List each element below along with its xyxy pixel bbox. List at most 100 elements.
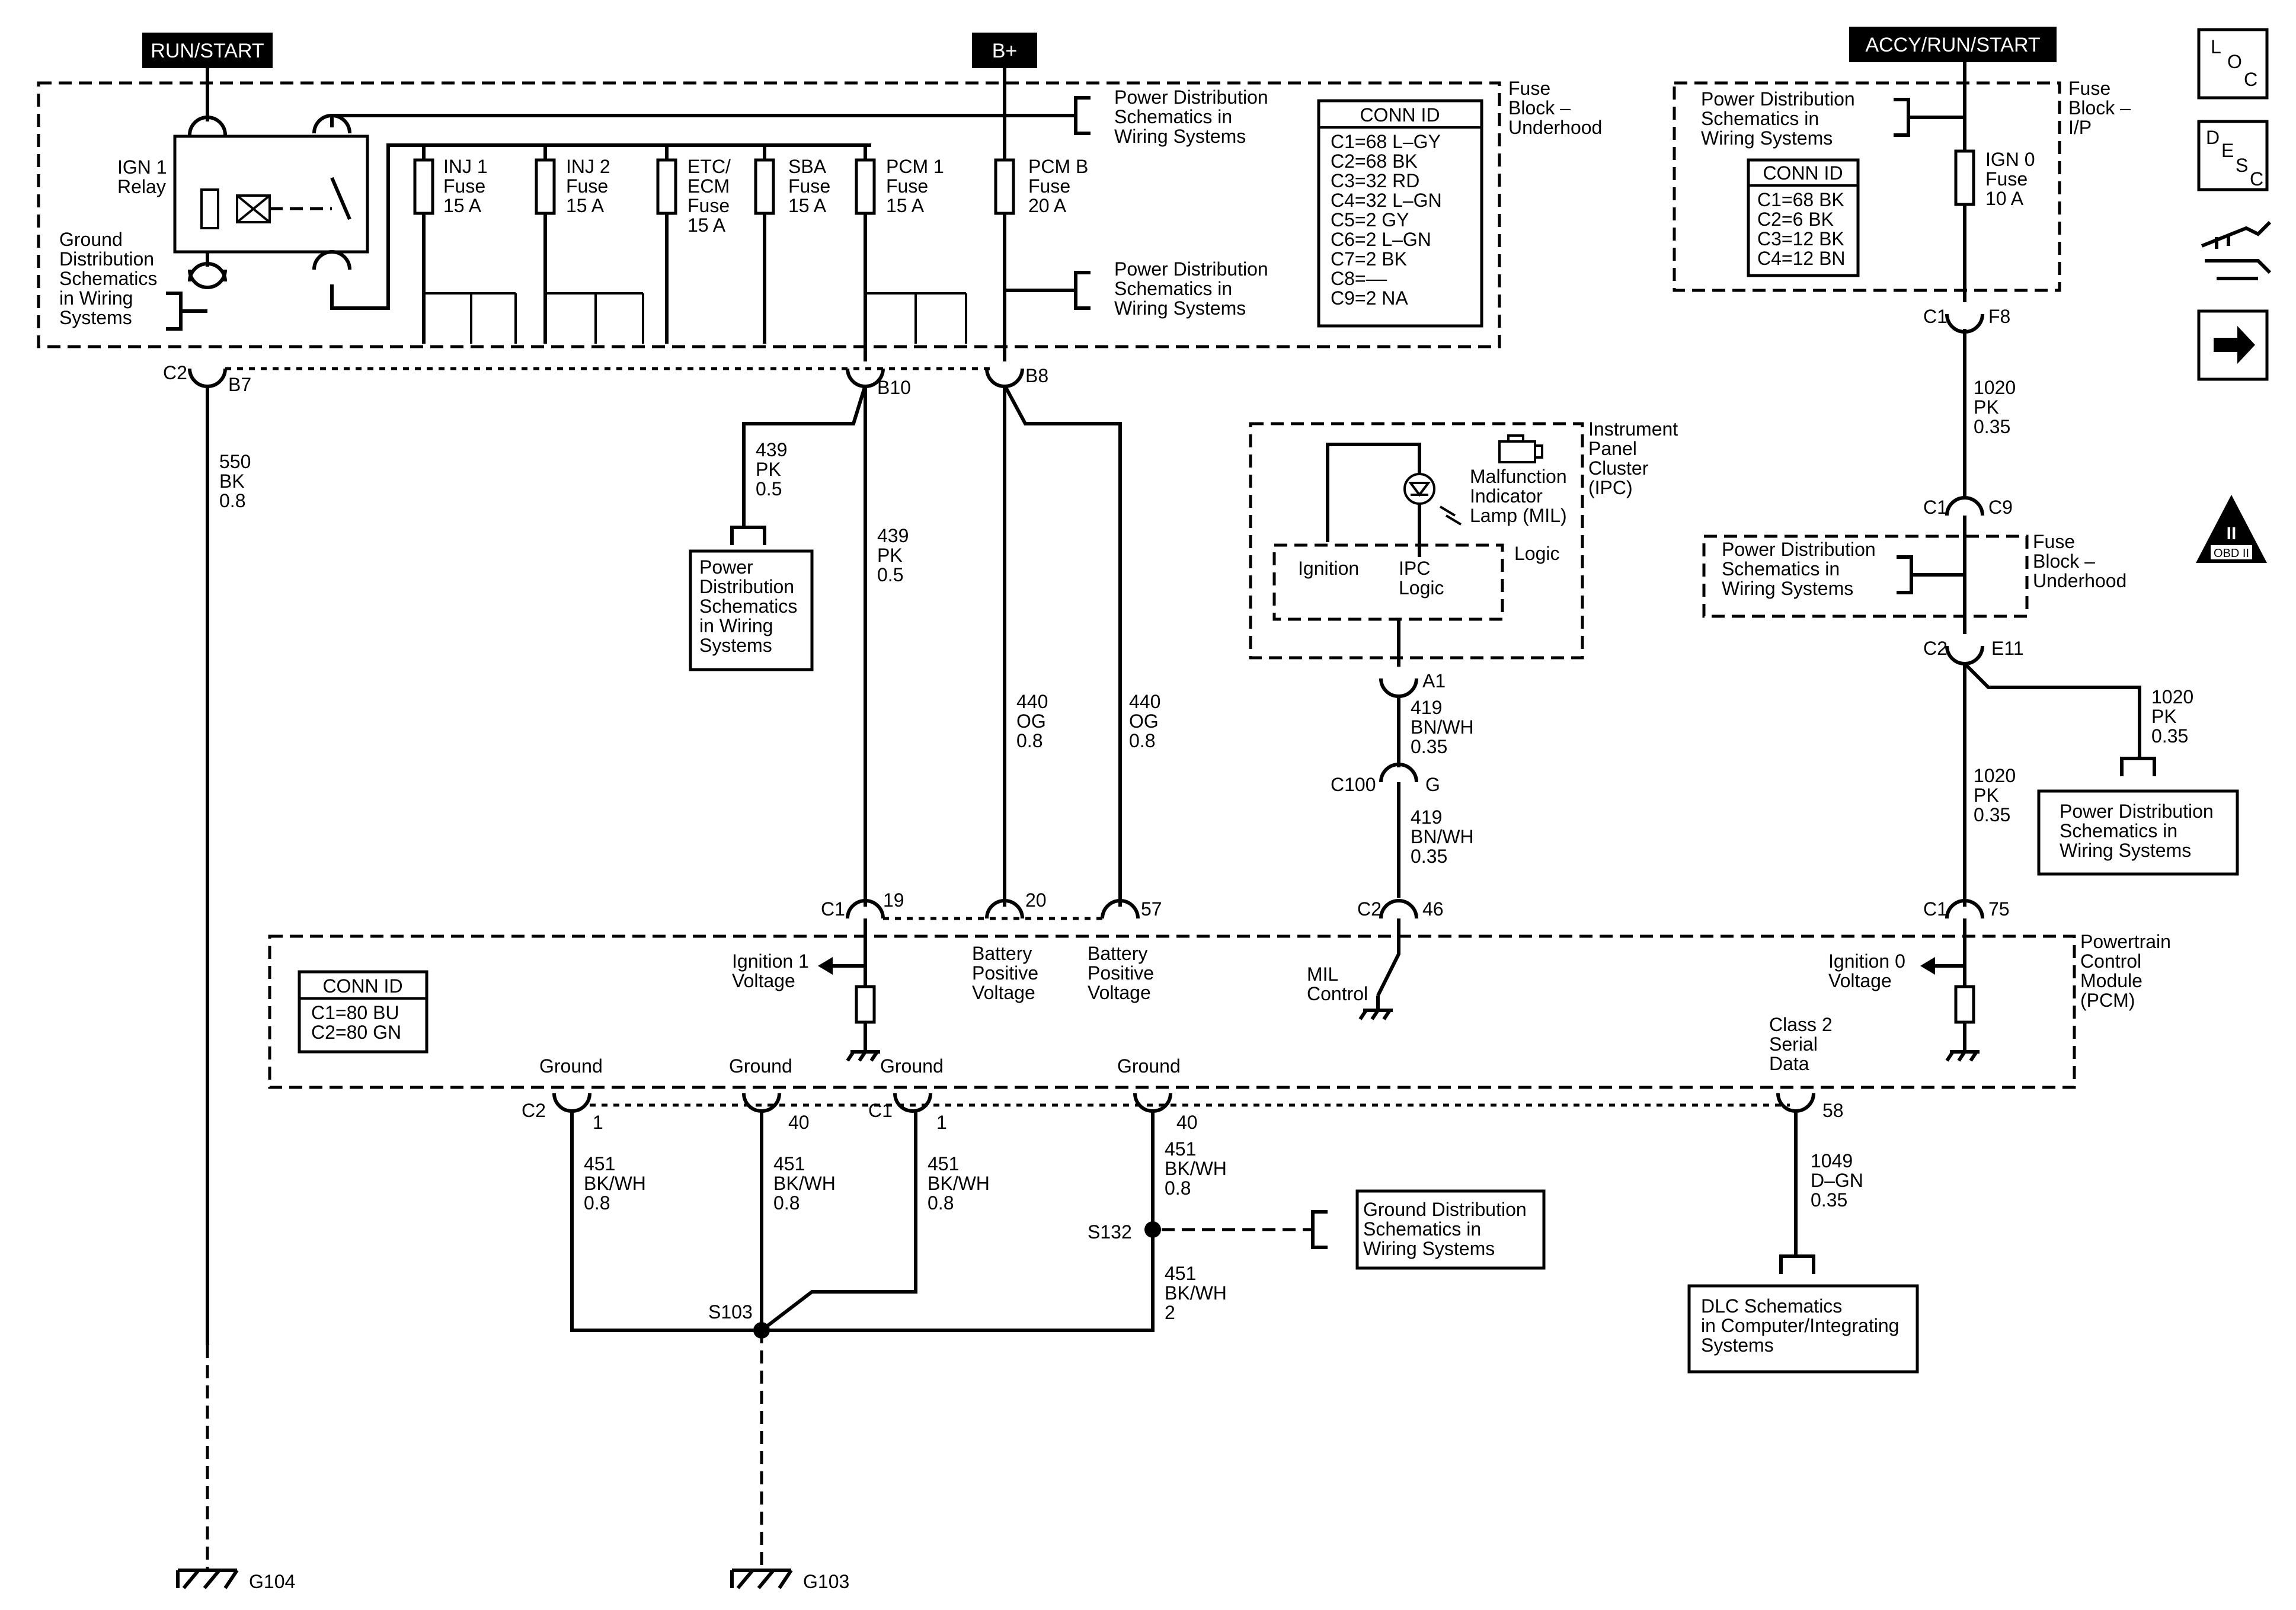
mil-control-label: MIL Control (1307, 964, 1368, 1004)
svg-text:G104: G104 (249, 1571, 295, 1592)
svg-text:C2=80 GN: C2=80 GN (311, 1022, 401, 1043)
svg-text:A1: A1 (1422, 670, 1446, 692)
svg-text:S: S (2236, 155, 2248, 176)
splice-s103-label: S103 (708, 1301, 753, 1323)
svg-text:Powertrain: Powertrain (2080, 931, 2171, 952)
svg-text:1: 1 (593, 1112, 603, 1133)
svg-text:Wiring Systems: Wiring Systems (1701, 127, 1833, 149)
fuse-block-underhood-boundary (37, 81, 1501, 348)
svg-text:Schematics in: Schematics in (1114, 278, 1232, 299)
svg-text:Wiring Systems: Wiring Systems (1114, 126, 1246, 147)
svg-text:Block –: Block – (1508, 97, 1571, 119)
arrow-right-icon[interactable] (2197, 309, 2269, 381)
svg-text:Schematics in: Schematics in (1363, 1218, 1481, 1240)
svg-text:Indicator: Indicator (1470, 485, 1543, 507)
fuse-block-underhood-label: Fuse Block – Underhood (1508, 78, 1602, 138)
svg-text:1020: 1020 (1974, 765, 2016, 786)
svg-text:C9: C9 (1988, 497, 2013, 518)
svg-text:439: 439 (877, 525, 909, 546)
svg-text:CONN ID: CONN ID (322, 975, 402, 997)
svg-text:Relay: Relay (117, 176, 166, 197)
svg-text:440: 440 (1129, 691, 1160, 712)
svg-text:IPC: IPC (1399, 558, 1430, 579)
wire-439a-label: 439 PK 0.5 (756, 439, 787, 500)
svg-text:Distribution: Distribution (59, 248, 154, 270)
svg-text:OG: OG (1129, 710, 1159, 732)
svg-text:INJ 1: INJ 1 (443, 156, 488, 177)
svg-text:BN/WH: BN/WH (1411, 826, 1474, 847)
svg-text:Panel: Panel (1588, 438, 1637, 459)
svg-text:C2: C2 (522, 1100, 546, 1121)
svg-text:Battery: Battery (972, 943, 1032, 964)
pcm-ground-labels: Ground Ground Ground Ground (539, 1055, 1181, 1077)
svg-text:Ground: Ground (59, 229, 123, 250)
svg-text:Ground: Ground (539, 1055, 603, 1077)
svg-text:C8=––: C8=–– (1331, 268, 1387, 289)
svg-text:Malfunction: Malfunction (1470, 466, 1567, 487)
svg-text:Class 2: Class 2 (1769, 1014, 1833, 1035)
svg-text:D–GN: D–GN (1811, 1170, 1863, 1191)
svg-text:Wiring Systems: Wiring Systems (1722, 578, 1853, 599)
svg-text:C: C (2250, 168, 2263, 190)
svg-text:BK/WH: BK/WH (773, 1173, 836, 1194)
svg-text:0.35: 0.35 (1974, 416, 2010, 437)
svg-text:G103: G103 (803, 1571, 849, 1592)
svg-text:Positive: Positive (1088, 962, 1154, 984)
wire-1020c-label: 1020 PK 0.35 (1974, 765, 2016, 825)
svg-text:Ground: Ground (880, 1055, 944, 1077)
ipc-logic-label: Logic (1514, 543, 1560, 564)
svg-text:C4=32 L–GN: C4=32 L–GN (1331, 190, 1442, 211)
svg-text:BK/WH: BK/WH (1165, 1282, 1227, 1304)
fuse-etc-ecm: ETC/ ECM Fuse 15 A (656, 145, 731, 344)
svg-text:BK/WH: BK/WH (1165, 1158, 1227, 1179)
svg-text:Voltage: Voltage (1828, 970, 1892, 991)
loc-icon[interactable]: L O C (2197, 28, 2269, 100)
fuse-inj2: INJ 2 Fuse 15 A (535, 145, 610, 344)
svg-text:Systems: Systems (59, 307, 132, 328)
fuse-block-underhood-2-label: Fuse Block – Underhood (2033, 531, 2126, 591)
svg-text:440: 440 (1016, 691, 1048, 712)
fuse-ign0: IGN 0 Fuse 10 A (1954, 149, 2035, 209)
svg-text:ETC/: ETC/ (687, 156, 731, 177)
svg-text:0.35: 0.35 (1411, 736, 1447, 757)
wire-451a-label: 451 BK/WH 0.8 (584, 1153, 646, 1214)
svg-text:C5=2 GY: C5=2 GY (1331, 209, 1409, 231)
fuse-block-underhood-2-boundary (1702, 534, 2029, 618)
svg-text:DLC Schematics: DLC Schematics (1701, 1295, 1842, 1317)
wire-440b-label: 440 OG 0.8 (1129, 691, 1160, 751)
ground-g103: G103 (730, 1569, 849, 1592)
svg-text:Positive: Positive (972, 962, 1038, 984)
svg-text:C2=68 BK: C2=68 BK (1331, 151, 1418, 172)
svg-text:0.8: 0.8 (773, 1192, 800, 1214)
wire-451c-label: 451 BK/WH 0.8 (928, 1153, 990, 1214)
svg-text:451: 451 (1165, 1138, 1196, 1160)
fuse-sba: SBA Fuse 15 A (754, 145, 830, 344)
power-dist-top-ref: Power Distribution Schematics in Wiring … (1114, 87, 1268, 147)
svg-text:75: 75 (1988, 898, 2010, 920)
svg-text:C1: C1 (821, 898, 845, 920)
desc-icon[interactable]: D E S C (2197, 120, 2269, 191)
svg-text:ECM: ECM (687, 175, 730, 197)
svg-text:15 A: 15 A (788, 195, 827, 216)
tools-icon[interactable] (2201, 220, 2272, 280)
svg-text:Ignition 0: Ignition 0 (1828, 950, 1905, 972)
svg-text:INJ 2: INJ 2 (566, 156, 610, 177)
svg-text:0.8: 0.8 (1129, 730, 1155, 751)
power-dist-underhood2-ref: Power Distribution Schematics in Wiring … (1722, 539, 1876, 599)
engine-icon (1498, 434, 1543, 463)
svg-text:(PCM): (PCM) (2080, 990, 2135, 1011)
svg-text:OBD II: OBD II (2214, 547, 2249, 560)
accy-run-start-header: ACCY/RUN/START (1849, 27, 2057, 62)
svg-text:0.5: 0.5 (877, 564, 903, 585)
svg-text:Lamp (MIL): Lamp (MIL) (1470, 505, 1567, 526)
svg-text:1020: 1020 (1974, 377, 2016, 398)
svg-text:Logic: Logic (1399, 577, 1444, 598)
power-dist-mid-ref: Power Distribution Schematics in Wiring … (1114, 258, 1268, 319)
ign1-relay-label: IGN 1 Relay (117, 156, 167, 197)
svg-text:15 A: 15 A (886, 195, 925, 216)
svg-text:0.8: 0.8 (928, 1192, 954, 1214)
svg-text:C3=32 RD: C3=32 RD (1331, 170, 1419, 191)
ground-g104: G104 (176, 1569, 295, 1592)
svg-text:0.8: 0.8 (219, 490, 245, 511)
svg-text:1020: 1020 (2151, 686, 2193, 708)
